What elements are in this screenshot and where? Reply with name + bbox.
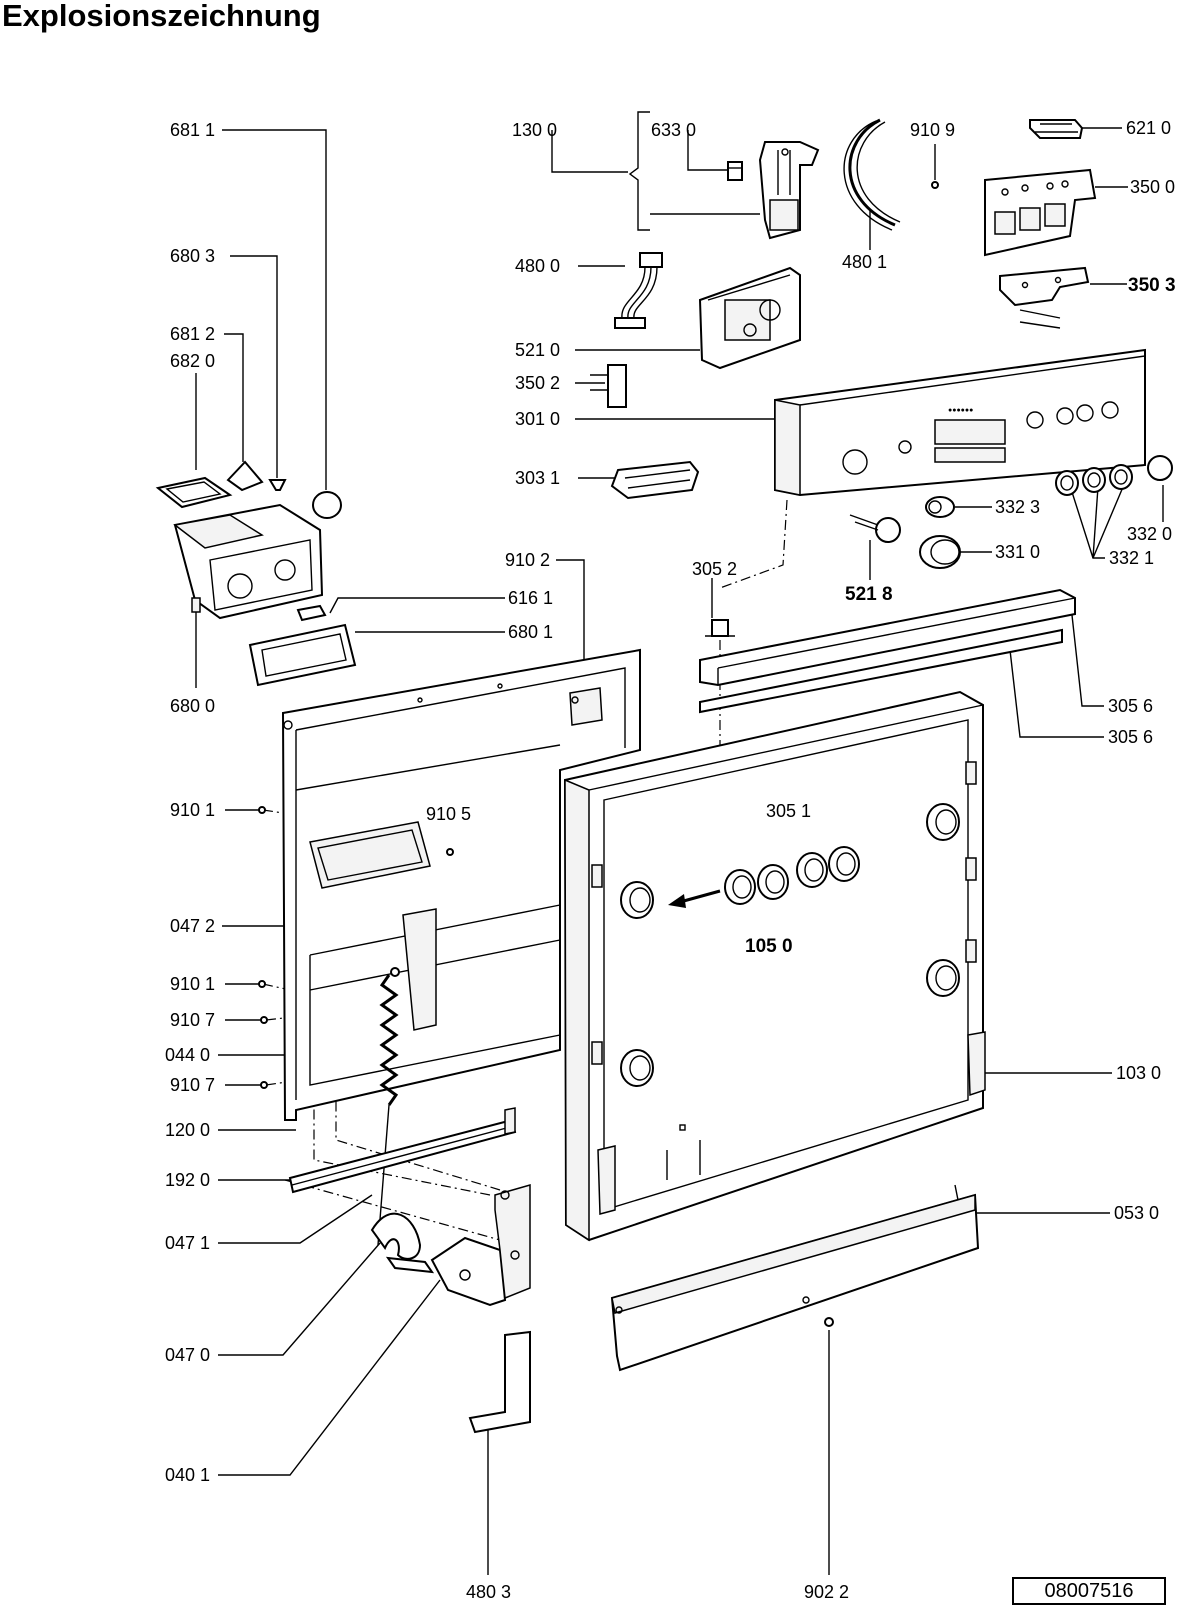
part-621-0-connector [1029, 119, 1084, 139]
label-910-9: 910 9 [910, 120, 955, 140]
screw-902-2 [824, 1317, 834, 1327]
part-616-1-clip [296, 604, 327, 622]
part-680-3-pin [268, 479, 287, 491]
label-047-2: 047 2 [170, 916, 215, 936]
part-681-1-cap [312, 491, 342, 519]
label-332-1: 332 1 [1109, 548, 1154, 568]
label-681-1: 681 1 [170, 120, 215, 140]
label-331-0: 331 0 [995, 542, 1040, 562]
label-910-1-a: 910 1 [170, 800, 215, 820]
label-305-6-upper: 305 6 [1108, 696, 1153, 716]
label-616-1: 616 1 [508, 588, 553, 608]
part-103-0-outer-door [563, 690, 986, 1242]
part-332-0-cap [1147, 455, 1173, 481]
arrow-icon [668, 889, 721, 908]
screw-910-7-a [260, 1016, 268, 1024]
part-305-6-rail-upper [699, 588, 1076, 687]
part-305-2-clip [705, 619, 735, 637]
label-902-2: 902 2 [804, 1582, 849, 1602]
label-105-0: 105 0 [745, 936, 793, 957]
label-120-0: 120 0 [165, 1120, 210, 1140]
label-910-7-a: 910 7 [170, 1010, 215, 1030]
screw-910-1-a [258, 806, 266, 814]
label-047-0: 047 0 [165, 1345, 210, 1365]
label-910-5: 910 5 [426, 804, 471, 824]
screw-910-1-b [258, 980, 266, 988]
part-331-0-button [919, 535, 961, 569]
part-130-0-door-lock [758, 141, 820, 240]
part-350-3-board [999, 266, 1090, 329]
label-103-0: 103 0 [1116, 1063, 1161, 1083]
part-105-0-magnets [724, 846, 860, 905]
label-350-3: 350 3 [1128, 275, 1176, 296]
label-192-0: 192 0 [165, 1170, 210, 1190]
label-332-3: 332 3 [995, 497, 1040, 517]
screw-910-7-b [260, 1081, 268, 1089]
part-680-0-dispenser [173, 503, 324, 620]
part-350-0-control-board [984, 168, 1097, 257]
part-480-0-wire-harness [614, 252, 663, 329]
part-480-1-cable [843, 118, 901, 231]
label-332-0: 332 0 [1127, 524, 1172, 544]
label-621-0: 621 0 [1126, 118, 1171, 138]
part-047-1-hinge-arm [370, 1212, 422, 1260]
part-192-0-rail [288, 1107, 517, 1194]
part-521-8-sensor [849, 514, 901, 543]
part-301-0-control-panel: ●●●●●● [774, 348, 1146, 497]
part-682-0-gasket [155, 476, 233, 509]
part-350-2-bracket [590, 364, 627, 408]
label-305-6-lower: 305 6 [1108, 727, 1153, 747]
label-303-1: 303 1 [515, 468, 560, 488]
part-633-0-clip [727, 161, 743, 181]
label-130-0: 130 0 [512, 120, 557, 140]
label-910-1-b: 910 1 [170, 974, 215, 994]
svg-text:●●●●●●: ●●●●●● [948, 407, 973, 414]
label-910-2: 910 2 [505, 550, 550, 570]
page-title: Explosionszeichnung [2, 0, 321, 33]
label-040-1: 040 1 [165, 1465, 210, 1485]
label-480-0: 480 0 [515, 256, 560, 276]
part-680-1-seal [248, 623, 357, 687]
screw-910-5 [446, 848, 454, 856]
part-120-0-inner-door [281, 648, 641, 1121]
part-053-0-base-strip [610, 1184, 980, 1372]
label-633-0: 633 0 [651, 120, 696, 140]
part-303-1-handle [610, 460, 700, 500]
label-480-3: 480 3 [466, 1582, 511, 1602]
part-910-9-screw [931, 181, 939, 189]
label-350-2: 350 2 [515, 373, 560, 393]
label-047-1: 047 1 [165, 1233, 210, 1253]
label-053-0: 053 0 [1114, 1203, 1159, 1223]
document-number: 08007516 [1012, 1577, 1166, 1605]
part-labels: 681 1 130 0 633 0 910 9 621 0 350 0 480 … [165, 118, 1176, 1602]
part-040-1-hinge-plate [430, 1184, 531, 1307]
label-521-8: 521 8 [845, 584, 893, 605]
label-305-1: 305 1 [766, 801, 811, 821]
label-681-2: 681 2 [170, 324, 215, 344]
label-044-0: 044 0 [165, 1045, 210, 1065]
label-521-0: 521 0 [515, 340, 560, 360]
part-480-3-bracket [468, 1330, 531, 1434]
part-332-3-knob [925, 496, 955, 518]
label-480-1: 480 1 [842, 252, 887, 272]
label-301-0: 301 0 [515, 409, 560, 429]
part-332-1-knobs [1055, 464, 1133, 496]
label-910-7-b: 910 7 [170, 1075, 215, 1095]
label-305-2: 305 2 [692, 559, 737, 579]
label-350-0: 350 0 [1130, 177, 1175, 197]
label-680-1: 680 1 [508, 622, 553, 642]
label-680-3: 680 3 [170, 246, 215, 266]
part-681-2-cover [226, 460, 264, 492]
part-521-0-electronic-module [698, 266, 801, 370]
label-682-0: 682 0 [170, 351, 215, 371]
part-305-6-rail-lower [699, 628, 1063, 714]
part-047-0-hinge-lever [385, 1256, 435, 1274]
label-680-0: 680 0 [170, 696, 215, 716]
